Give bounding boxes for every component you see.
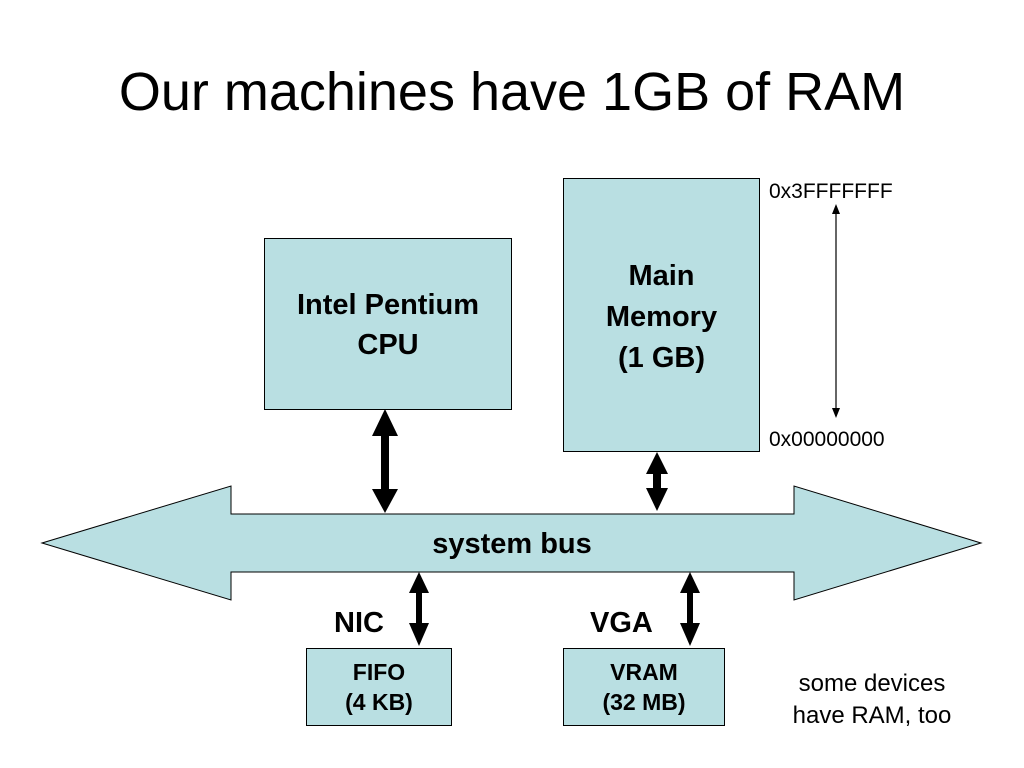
cpu-label-line-2: CPU: [357, 329, 419, 361]
vram-label-line-1: VRAM: [610, 659, 678, 685]
fifo-label-line-1: FIFO: [352, 659, 406, 685]
main-memory-box: Main Memory (1 GB): [563, 178, 760, 452]
memory-bus-arrow: [646, 452, 668, 511]
address-low-label: 0x00000000: [769, 428, 885, 451]
memory-label-line-3: (1 GB): [618, 342, 705, 374]
system-bus-label: system bus: [432, 528, 592, 560]
cpu-bus-arrow: [372, 409, 398, 513]
memory-label-line-2: Memory: [605, 301, 718, 333]
nic-bus-arrow: [409, 572, 429, 646]
nic-label: NIC: [334, 607, 384, 639]
note-line-2: have RAM, too: [792, 702, 952, 729]
system-bus-arrow: [40, 485, 983, 601]
vram-box: VRAM (32 MB): [563, 648, 725, 726]
vga-label: VGA: [590, 607, 653, 639]
slide-title: Our machines have 1GB of RAM: [118, 62, 906, 122]
fifo-box: FIFO (4 KB): [306, 648, 452, 726]
cpu-label-line-1: Intel Pentium: [296, 289, 480, 321]
address-high-label: 0x3FFFFFFF: [769, 180, 893, 203]
vram-label-line-2: (32 MB): [602, 689, 686, 715]
memory-label-line-1: Main: [628, 260, 695, 292]
vga-bus-arrow: [680, 572, 700, 646]
fifo-label-line-2: (4 KB): [345, 689, 413, 715]
note-line-1: some devices: [798, 670, 946, 697]
device-ram-note: some devices have RAM, too: [765, 668, 979, 732]
cpu-box: Intel Pentium CPU: [264, 238, 512, 410]
address-range-arrow: [832, 204, 840, 418]
